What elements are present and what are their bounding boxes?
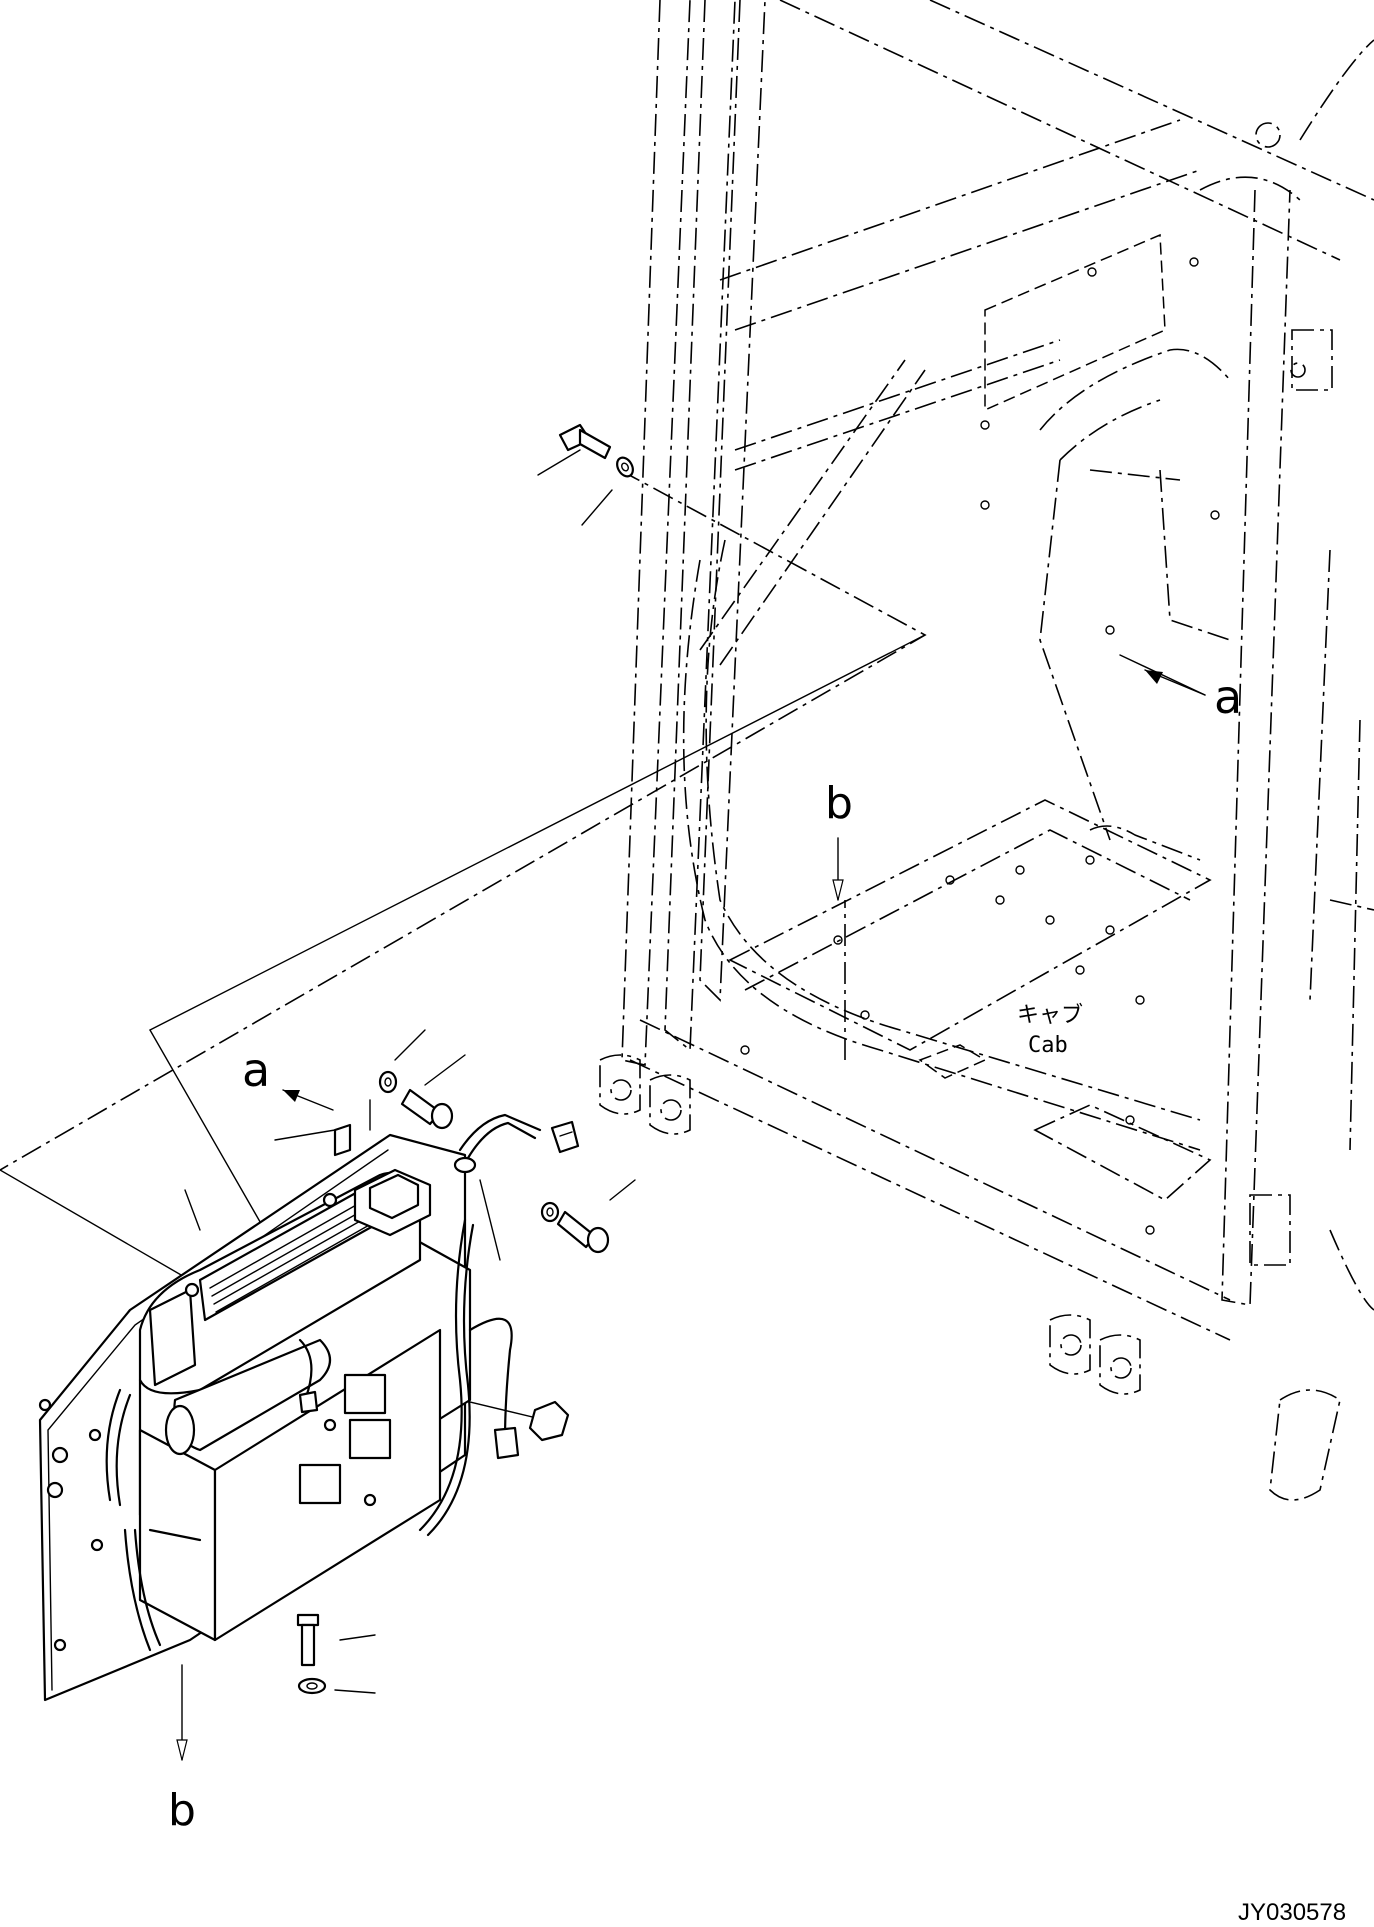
bolt-right xyxy=(556,1210,610,1254)
cab-mount-lugs xyxy=(599,122,1333,1395)
nut-loose xyxy=(528,1400,570,1442)
floor-holes xyxy=(740,257,1220,1235)
drawing-number: JY030578 xyxy=(1238,1899,1346,1926)
view-label-a-cab: a xyxy=(1214,670,1242,724)
view-arrow-a-unit xyxy=(282,1089,334,1111)
washer-lower xyxy=(297,1677,327,1695)
washer-upper xyxy=(616,456,634,478)
view-arrow-b-unit xyxy=(176,1664,188,1761)
cab-label-english: Cab xyxy=(1028,1033,1068,1058)
view-label-a-unit: a xyxy=(242,1043,270,1097)
cab-frame xyxy=(621,0,1374,1501)
view-label-b-unit: b xyxy=(168,1785,196,1836)
bolt-bracket xyxy=(400,1088,454,1130)
view-arrow-b-cab xyxy=(832,837,844,901)
heater-unit xyxy=(38,1099,542,1702)
bolt-upper xyxy=(558,423,612,460)
view-arrow-a-cab xyxy=(1144,669,1206,696)
washer-right xyxy=(540,1201,560,1223)
view-label-b-cab: b xyxy=(825,778,853,829)
connector-plug xyxy=(550,1120,580,1154)
blower-grill xyxy=(209,1199,372,1313)
bolt-lower xyxy=(296,1613,320,1667)
washer-bracket xyxy=(378,1070,398,1094)
cab-label-japanese: キャブ xyxy=(1017,1003,1083,1028)
